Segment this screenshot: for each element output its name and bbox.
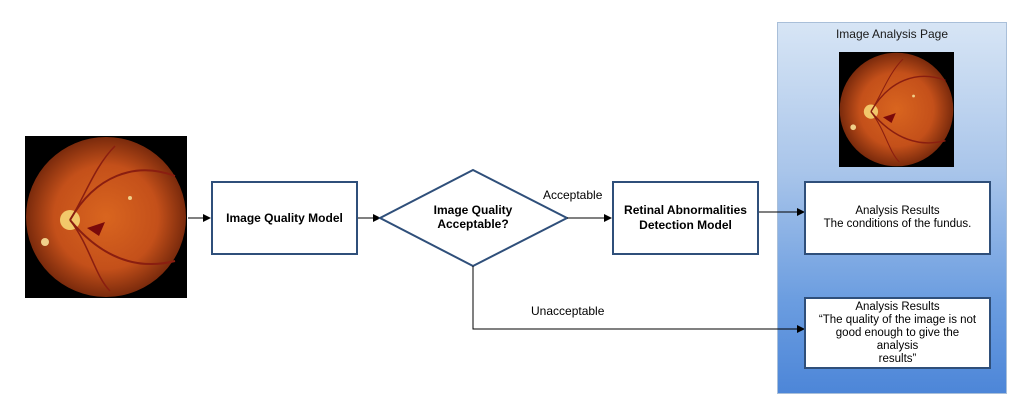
edge-label-acceptable: Acceptable [543, 188, 603, 202]
fundus-photo-icon [839, 52, 954, 167]
input-fundus-image [25, 136, 187, 298]
analysis-results-ok-box: Analysis Results The conditions of the f… [804, 181, 991, 255]
analysis-results-bad-box: Analysis Results “The quality of the ima… [804, 297, 991, 369]
result-bad-line2: “The quality of the image is not [818, 313, 977, 326]
panel-title: Image Analysis Page [835, 27, 949, 41]
result-bad-line4: results” [878, 352, 917, 365]
decision-label-line2: Acceptable? [437, 217, 509, 231]
edge-label-unacceptable: Unacceptable [531, 304, 605, 318]
result-bad-line3: good enough to give the analysis [835, 326, 960, 352]
panel-fundus-image [839, 52, 954, 167]
detection-model-label-line2: Detection Model [639, 218, 732, 232]
fundus-photo-icon [26, 137, 186, 297]
result-ok-line1: Analysis Results [855, 205, 940, 217]
detection-model-box: Retinal Abnormalities Detection Model [612, 181, 759, 255]
result-bad-line1: Analysis Results [855, 300, 940, 313]
detection-model-label-line1: Retinal Abnormalities [624, 203, 747, 217]
image-quality-model-label: Image Quality Model [226, 211, 343, 225]
image-quality-model-box: Image Quality Model [211, 181, 358, 255]
decision-label: Image Quality Acceptable? [398, 203, 548, 231]
result-ok-line2: The conditions of the fundus. [823, 218, 972, 230]
arrow-unacceptable [472, 266, 805, 333]
decision-label-line1: Image Quality [433, 203, 513, 217]
